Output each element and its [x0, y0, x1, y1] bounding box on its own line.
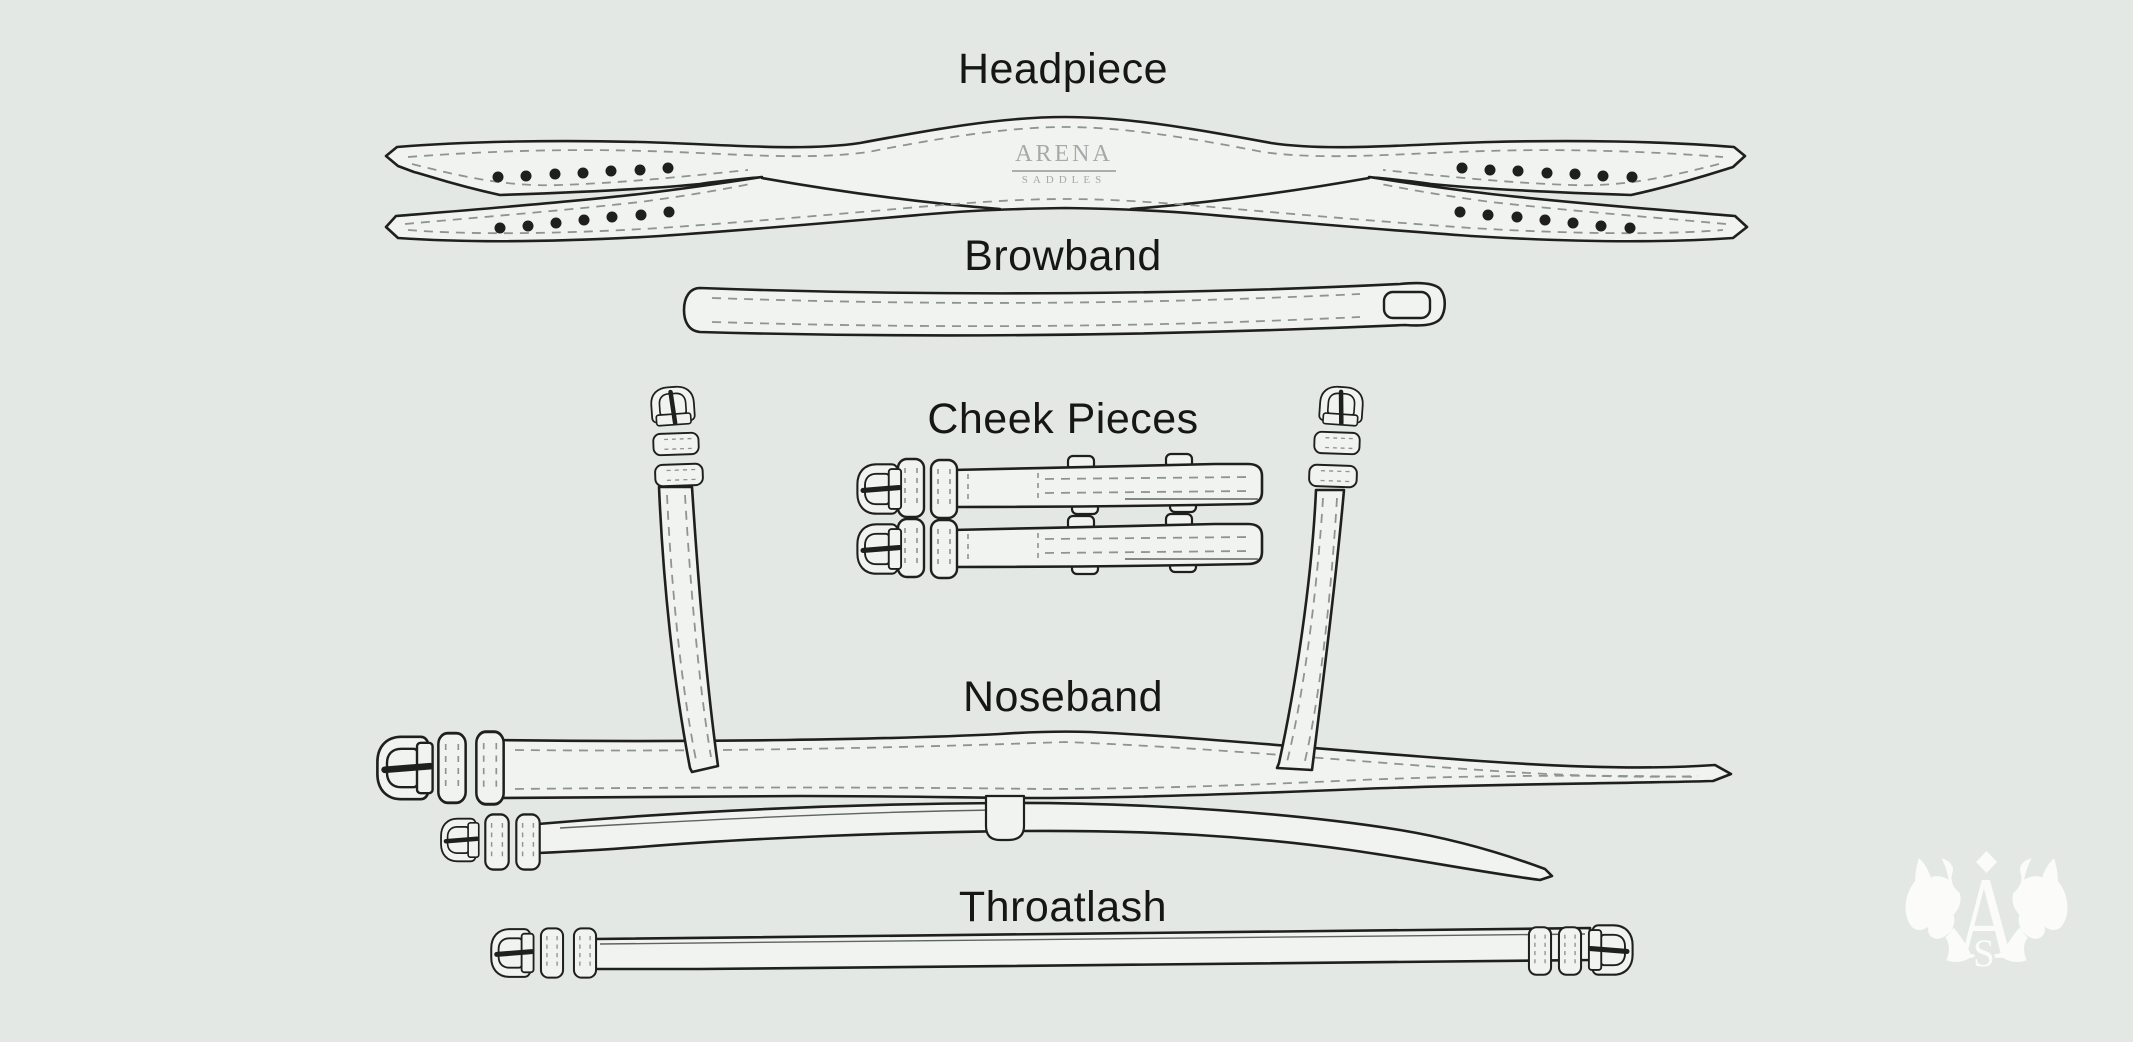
keeper	[929, 458, 959, 520]
throatlash-drawing	[491, 925, 1632, 977]
label-throatlash: Throatlash	[958, 883, 1168, 931]
cheek-strap-vertical-left	[650, 386, 720, 774]
noseband-jaw-strap	[536, 801, 1554, 882]
keeper	[653, 462, 705, 488]
keeper	[1557, 926, 1583, 976]
cheek-strap-vertical-right	[1275, 386, 1364, 772]
noseband-drawing	[377, 730, 1733, 882]
browband-drawing	[682, 281, 1447, 337]
keeper	[515, 813, 541, 871]
strap-body	[592, 926, 1592, 971]
headpiece-crown-edge-left	[760, 176, 1002, 211]
brand-logo: ARENA SADDLES	[1003, 141, 1125, 186]
buckle	[857, 464, 901, 513]
browband-slot	[1382, 290, 1432, 320]
label-cheek-pieces: Cheek Pieces	[927, 395, 1199, 443]
keeper	[474, 730, 506, 806]
noseband-hanger-tab	[984, 794, 1026, 842]
headpiece-crown-edge-right	[1129, 176, 1371, 211]
diamond-icon	[1976, 851, 1997, 873]
keeper	[539, 927, 565, 979]
headpiece-holes	[492, 162, 1638, 234]
brand-subtitle: SADDLES	[1021, 174, 1107, 186]
cheek-strap-horizontal-1	[857, 452, 1264, 520]
keeper	[436, 731, 468, 805]
watermark-logo: A S	[1905, 851, 2068, 984]
buckle	[491, 929, 533, 977]
watermark-letter-s: S	[1973, 932, 1995, 975]
keeper	[572, 927, 598, 979]
keeper	[1307, 463, 1359, 489]
buckle	[441, 819, 479, 862]
label-noseband: Noseband	[962, 673, 1164, 721]
headpiece-drawing	[384, 115, 1749, 243]
label-browband: Browband	[964, 232, 1162, 280]
label-headpiece: Headpiece	[957, 45, 1169, 93]
strap-body	[657, 485, 720, 774]
buckle	[377, 737, 432, 799]
brand-name: ARENA	[1012, 141, 1116, 172]
browband-outline	[682, 281, 1447, 337]
keeper	[484, 813, 510, 871]
buckle	[1589, 925, 1633, 974]
watermark-letter-a: A	[1956, 853, 2018, 984]
strap-body	[950, 462, 1264, 509]
cheek-strap-horizontal-2	[857, 514, 1262, 578]
headpiece-outline	[384, 115, 1749, 243]
keeper	[1527, 926, 1553, 976]
